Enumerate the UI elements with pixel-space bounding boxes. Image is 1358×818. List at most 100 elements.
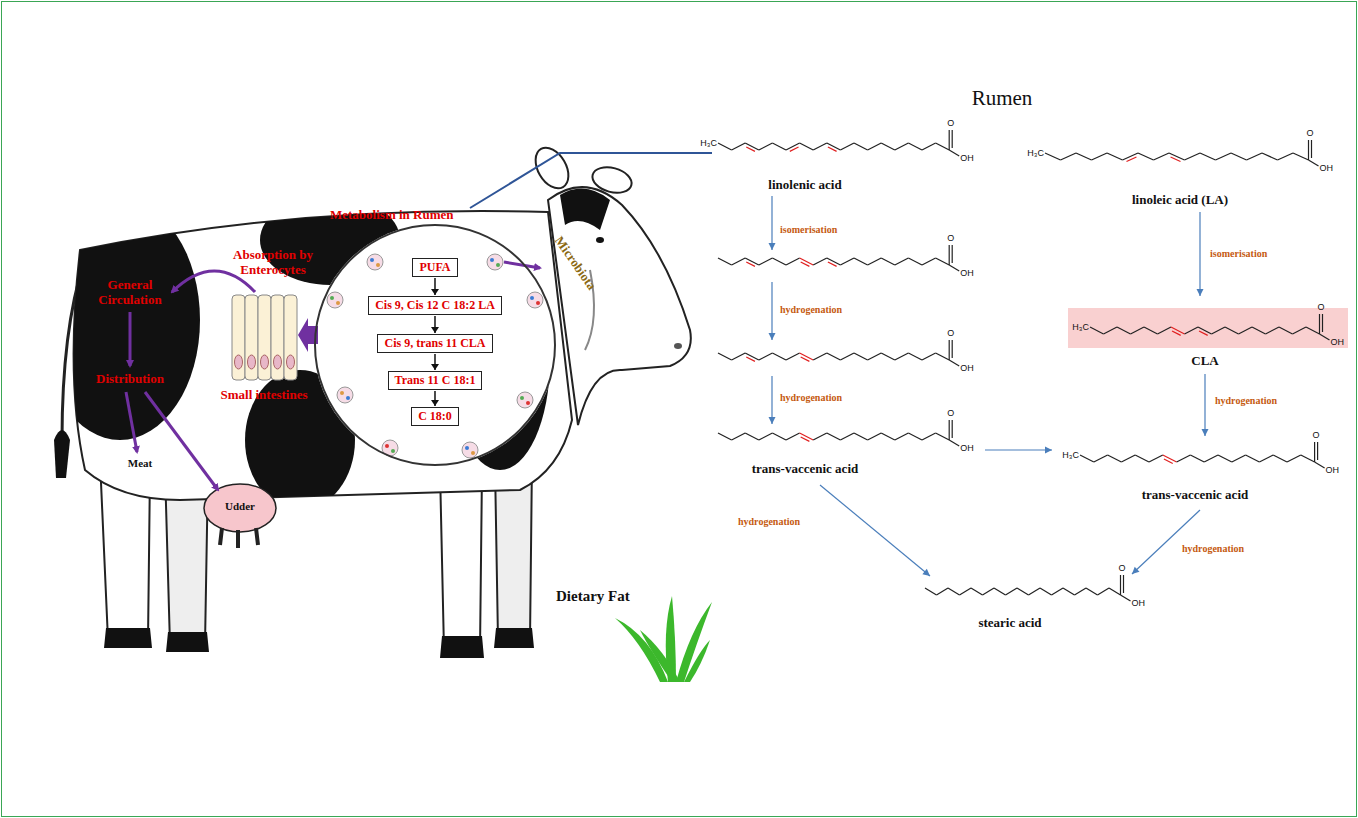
bond (1090, 327, 1104, 334)
bond (1225, 327, 1239, 334)
reaction-arrow (1204, 374, 1205, 436)
arrow-head (769, 243, 776, 250)
reaction-label: hydrogenation (780, 304, 842, 316)
carbonyl (1314, 442, 1315, 462)
reaction-arrow (771, 282, 772, 340)
bond (732, 143, 746, 150)
bond (813, 433, 827, 440)
bond (936, 433, 950, 440)
flow-arrow (431, 354, 439, 370)
bond (908, 433, 922, 440)
bond (1131, 327, 1145, 334)
double-bond (1171, 157, 1181, 161)
bond (1200, 153, 1216, 160)
bond (922, 258, 936, 265)
arrow-head (1132, 567, 1139, 574)
bond (786, 258, 800, 265)
atom-label: OH (1326, 465, 1340, 475)
bond (1063, 588, 1075, 595)
atom-label: O (1317, 302, 1324, 312)
bond (1212, 327, 1226, 334)
bond (1273, 455, 1287, 462)
bond (936, 143, 950, 150)
bond (745, 433, 759, 440)
bond (936, 258, 950, 265)
bond (1138, 153, 1154, 160)
atom-label: H₃C (1072, 322, 1089, 332)
bond (813, 143, 827, 150)
bond (881, 143, 895, 150)
carbonyl (1123, 575, 1124, 593)
bond (1040, 588, 1052, 595)
bond (813, 353, 827, 360)
atom-label: H₃C (700, 138, 717, 148)
compound-name: trans-vaccenic acid (752, 462, 859, 477)
carbonyl (1120, 575, 1121, 595)
compound-name: linoleic acid (LA) (1132, 193, 1228, 208)
atom-label: O (1313, 430, 1320, 440)
double-bond (828, 147, 837, 151)
double-bond (1172, 331, 1181, 335)
bond (854, 258, 868, 265)
bond (772, 143, 786, 150)
bond (840, 143, 854, 150)
reaction-arrow (771, 196, 772, 250)
process-box: Cis 9, Cis 12 C 18:2 LA (368, 296, 502, 315)
atom-label: O (947, 408, 954, 418)
bond (1171, 327, 1185, 334)
double-bond (828, 262, 837, 266)
bond (983, 588, 995, 595)
process-label: Distribution (96, 372, 164, 387)
bond (1061, 153, 1077, 160)
bond (1293, 327, 1307, 334)
hydroxyl-bond (949, 360, 959, 366)
arrow-head (1197, 289, 1204, 296)
bond (868, 433, 882, 440)
carbonyl (952, 245, 953, 263)
process-box: Trans 11 C 18:1 (388, 371, 483, 390)
bond (908, 258, 922, 265)
reaction-arrow (985, 449, 1052, 450)
double-bond (746, 147, 755, 151)
microbiota-label: Microbiota (551, 234, 599, 293)
double-bond (1199, 331, 1208, 335)
tissue-label: Meat (128, 457, 152, 470)
atom-label: OH (960, 268, 974, 278)
carbonyl (1308, 140, 1309, 160)
bond (1306, 327, 1320, 334)
bond (1218, 455, 1232, 462)
bond (1109, 588, 1121, 595)
bond (759, 353, 773, 360)
bond (881, 433, 895, 440)
bond (718, 258, 732, 265)
bond (745, 258, 759, 265)
atom-label: OH (960, 153, 974, 163)
bond (1117, 327, 1131, 334)
bond (994, 588, 1006, 595)
bond (922, 433, 936, 440)
bond (1080, 455, 1094, 462)
bond (772, 433, 786, 440)
bond (1204, 455, 1218, 462)
bond (1052, 588, 1064, 595)
bond (759, 258, 773, 265)
bond (1259, 455, 1273, 462)
bond (827, 258, 841, 265)
bond (840, 258, 854, 265)
bond (800, 353, 814, 360)
bond (1123, 153, 1139, 160)
compound-name: stearic acid (978, 616, 1041, 631)
arrow-head (431, 364, 439, 370)
reaction-label: hydrogenation (738, 516, 800, 528)
flow-arrow (431, 391, 439, 406)
bond (895, 433, 909, 440)
bond (1262, 153, 1278, 160)
bond (759, 143, 773, 150)
bond (895, 143, 909, 150)
bond (937, 588, 949, 595)
reaction-arrow (771, 376, 772, 424)
bond (1149, 455, 1163, 462)
double-bond (746, 262, 755, 266)
